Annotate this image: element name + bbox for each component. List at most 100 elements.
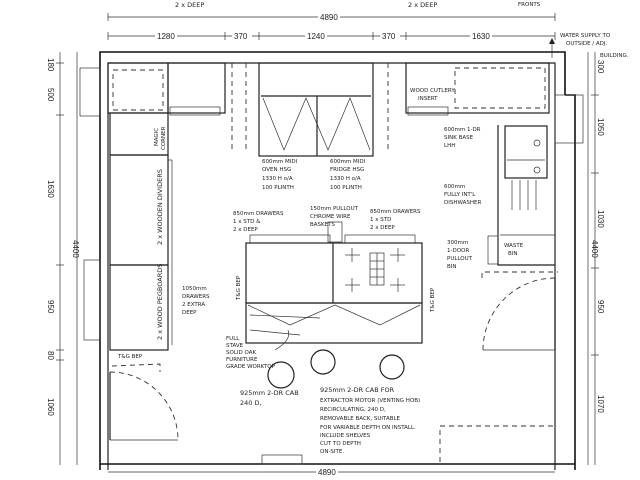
annotation-text: FULLY INT'L [444, 192, 476, 198]
window-left [79, 67, 101, 117]
worktop-note: FULL STAVE SOLID OAK FURNITURE GRADE WOR… [226, 329, 290, 370]
annotation-text: 1 x STD [370, 217, 391, 223]
annotation-text: 950 [596, 300, 605, 314]
annotation-text: FOR VARIABLE DEPTH ON INSTALL. [320, 425, 416, 431]
annotation-text: OVEN HSG [262, 167, 291, 173]
annotation-text: SINK BASE [444, 135, 474, 141]
annotation-text: 1240 [307, 32, 325, 41]
label-cab-925-right: 925mm 2-DR CAB FOR EXTRACTOR MOTOR (VENT… [320, 386, 420, 455]
annotation-text: BUILDING. [600, 53, 629, 59]
annotation-text: 1-DOOR [447, 248, 469, 254]
note-right-deep: 2 x DEEP [408, 1, 437, 9]
annotation-text: 1280 [157, 32, 175, 41]
annotation-text: 500 [46, 88, 55, 102]
annotation-text: LHH [444, 143, 455, 149]
annotation-text: GRADE WORKTOP [226, 364, 276, 370]
annotation-text: 300 [596, 60, 605, 74]
annotation-text: 4890 [320, 13, 338, 22]
annotation-text: 4890 [318, 468, 336, 477]
label-island-end-right: T&G BEP [430, 287, 436, 313]
pullout-baskets [327, 221, 343, 243]
annotation-text: 1330 H o/A [262, 176, 293, 182]
annotation-text: 100 PLINTH [330, 185, 362, 191]
annotation-text: FRIDGE HSG [330, 167, 364, 173]
annotation-text: CORNER [161, 126, 167, 150]
top-dimension-total: 4890 [107, 11, 556, 22]
label-pullout-baskets: 150mm PULLOUT [310, 206, 359, 212]
stool [267, 361, 295, 389]
water-supply-note: WATER SUPPLY TO OUTSIDE / ADJ. BUILDING. [549, 33, 629, 59]
annotation-text: 2 x DEEP [233, 227, 258, 233]
annotation-text: 1630 [472, 32, 490, 41]
oak-worktop [245, 302, 423, 344]
label-sink-base: 600mm 1-DR [444, 127, 481, 133]
door-right[interactable] [482, 277, 556, 351]
annotation-text: 1050 [596, 118, 605, 136]
label-pullout-bin: 300mm [447, 240, 468, 246]
annotation-text: WATER SUPPLY TO [560, 33, 611, 39]
label-wooden-dividers: 2 x WOODEN DIVIDERS [156, 169, 164, 245]
label-wood-pegboards: 2 x WOOD PEGBOARDS [156, 264, 164, 340]
annotation-text: CUT TO DEPTH [320, 441, 361, 447]
right-cabinet-run: WASTE BIN [481, 125, 558, 278]
annotation-text: BIN [447, 264, 457, 270]
annotation-text: 370 [234, 32, 248, 41]
stool [379, 354, 405, 380]
window-right [554, 94, 584, 144]
label-drawers-850-left: 850mm DRAWERS [233, 211, 284, 217]
annotation-text: DRAWERS [182, 294, 210, 300]
label-left-end-panel: T&G BEP [117, 354, 143, 360]
label-fridge-housing: 600mm MIDI [330, 159, 366, 165]
label-dishwasher: 600mm [444, 184, 465, 190]
left-dimensions: 180 500 1630 950 80 1060 4400 [46, 52, 80, 465]
bottom-dimension: 4890 [108, 466, 555, 477]
annotation-text: 2 EXTRA [182, 302, 205, 308]
annotation-text: INSERT [418, 96, 438, 102]
right-dimensions: 300 1050 1030 950 1070 4400 [587, 52, 605, 465]
door-left[interactable] [109, 371, 179, 441]
label-drawers-850-right: 850mm DRAWERS [370, 209, 421, 215]
annotation-text: 1330 H o/A [330, 176, 361, 182]
annotation-text: 1030 [596, 210, 605, 228]
annotation-text: 80 [46, 351, 55, 360]
annotation-text: 2 x DEEP [370, 225, 395, 231]
window-bottom [261, 454, 303, 465]
annotation-text: ON-SITE. [320, 449, 344, 455]
annotation-text: BIN [508, 251, 518, 257]
annotation-text: 1070 [596, 395, 605, 413]
annotation-text: DEEP [182, 310, 197, 316]
annotation-text: 950 [46, 300, 55, 314]
label-magic-corner: MAGIC [154, 128, 160, 146]
tall-housing [258, 62, 374, 157]
annotation-text: BASKETS [310, 222, 335, 228]
sink [504, 125, 548, 179]
annotation-text: REMOVABLE BACK, SUITABLE [320, 416, 401, 422]
annotation-text: 4400 [590, 240, 599, 258]
island: T&G BEP T&G BEP [236, 221, 436, 344]
annotation-text: 100 PLINTH [262, 185, 294, 191]
note-fronts: FRONTS [518, 2, 541, 8]
cabinet-outline [439, 425, 555, 462]
annotation-text: 180 [46, 58, 55, 72]
annotation-text: PULLOUT [447, 256, 473, 262]
annotation-text: RECIRCULATING, 240 D, [320, 407, 386, 413]
annotation-text: OUTSIDE / ADJ. [566, 41, 608, 47]
label-island-end-left: T&G BEP [236, 275, 242, 301]
stool [310, 349, 336, 375]
annotation-text: FULL [226, 336, 240, 342]
label-oven-housing: 600mm MIDI [262, 159, 298, 165]
window-left-lower [83, 259, 101, 341]
label-cab-925-left: 925mm 2-DR CAB [240, 389, 299, 397]
annotation-text: DISHWASHER [444, 200, 481, 206]
note-left-deep: 2 x DEEP [175, 1, 204, 9]
label-drawers-1050: 1050mm [182, 286, 207, 292]
annotation-text: CHROME WIRE [310, 214, 351, 220]
hob [345, 248, 405, 292]
annotation-text: SOLID OAK [226, 350, 256, 356]
annotation-text: 1 x STD & [233, 219, 261, 225]
annotation-text: 925mm 2-DR CAB FOR [320, 386, 395, 394]
annotation-text: EXTRACTOR MOTOR (VENTING HOB) [320, 398, 420, 404]
annotation-text: INCLUDE SHELVES [320, 433, 371, 439]
annotation-text: STAVE [226, 343, 244, 349]
